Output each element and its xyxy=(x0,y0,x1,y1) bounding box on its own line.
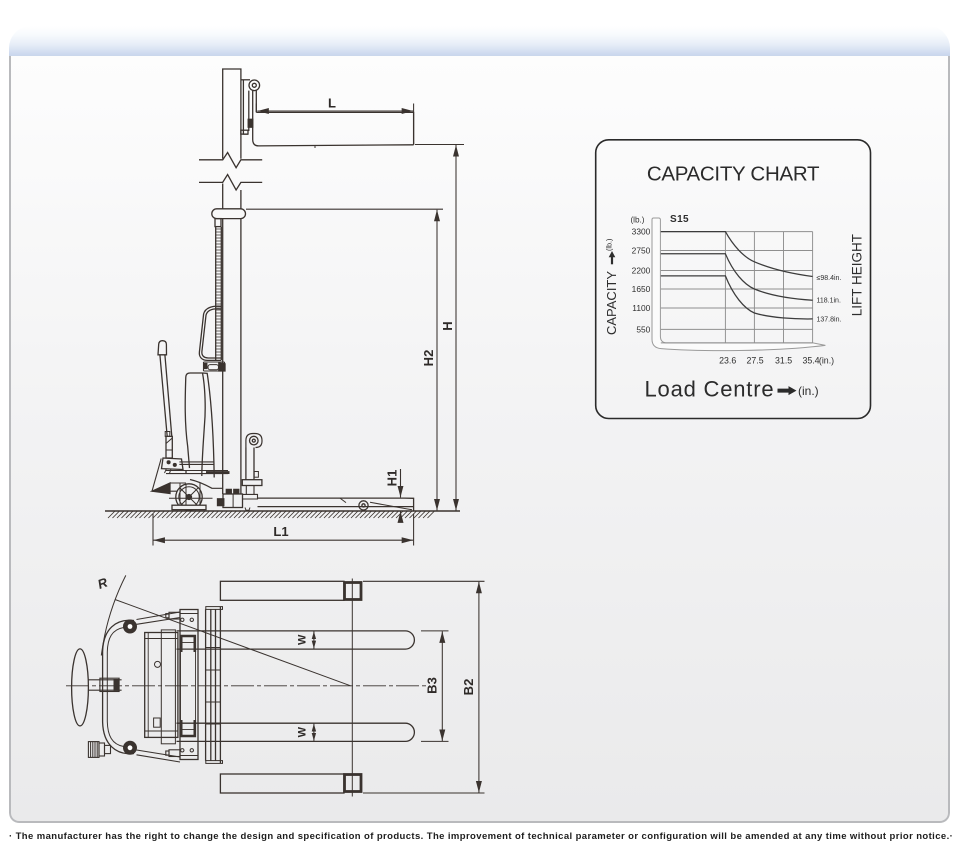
svg-text:H1: H1 xyxy=(385,470,400,487)
svg-text:R: R xyxy=(95,574,110,592)
svg-text:B3: B3 xyxy=(425,677,440,694)
svg-text:23.6: 23.6 xyxy=(719,355,736,365)
svg-text:2750: 2750 xyxy=(632,245,651,255)
svg-text:1650: 1650 xyxy=(632,284,651,294)
svg-text:(lb.): (lb.) xyxy=(630,216,644,225)
svg-text:118.1in.: 118.1in. xyxy=(817,298,841,305)
svg-text:W: W xyxy=(297,634,309,645)
svg-text:Load Centre: Load Centre xyxy=(645,376,775,401)
svg-text:1100: 1100 xyxy=(632,303,650,313)
svg-text:CAPACITY: CAPACITY xyxy=(604,271,619,335)
svg-text:35.4: 35.4 xyxy=(802,355,819,365)
svg-text:(in.): (in.) xyxy=(819,355,834,365)
svg-text:B2: B2 xyxy=(461,679,476,696)
svg-text:31.5: 31.5 xyxy=(775,355,792,365)
svg-text:2200: 2200 xyxy=(632,265,651,275)
svg-text:3300: 3300 xyxy=(632,227,651,237)
svg-text:550: 550 xyxy=(636,324,650,334)
svg-text:CAPACITY CHART: CAPACITY CHART xyxy=(647,163,820,186)
svg-text:(lb.): (lb.) xyxy=(605,239,614,251)
svg-text:27.5: 27.5 xyxy=(747,355,764,365)
svg-text:LIFT HEIGHT: LIFT HEIGHT xyxy=(850,234,865,316)
svg-text:H2: H2 xyxy=(421,350,436,367)
svg-text:L1: L1 xyxy=(273,524,288,539)
svg-text:137.8in.: 137.8in. xyxy=(817,317,842,324)
svg-text:H: H xyxy=(440,321,455,330)
svg-text:≤98.4in.: ≤98.4in. xyxy=(817,275,842,282)
svg-text:S15: S15 xyxy=(670,214,689,225)
svg-text:(in.): (in.) xyxy=(798,384,819,398)
svg-text:W: W xyxy=(297,726,309,737)
svg-text:L: L xyxy=(328,96,336,111)
